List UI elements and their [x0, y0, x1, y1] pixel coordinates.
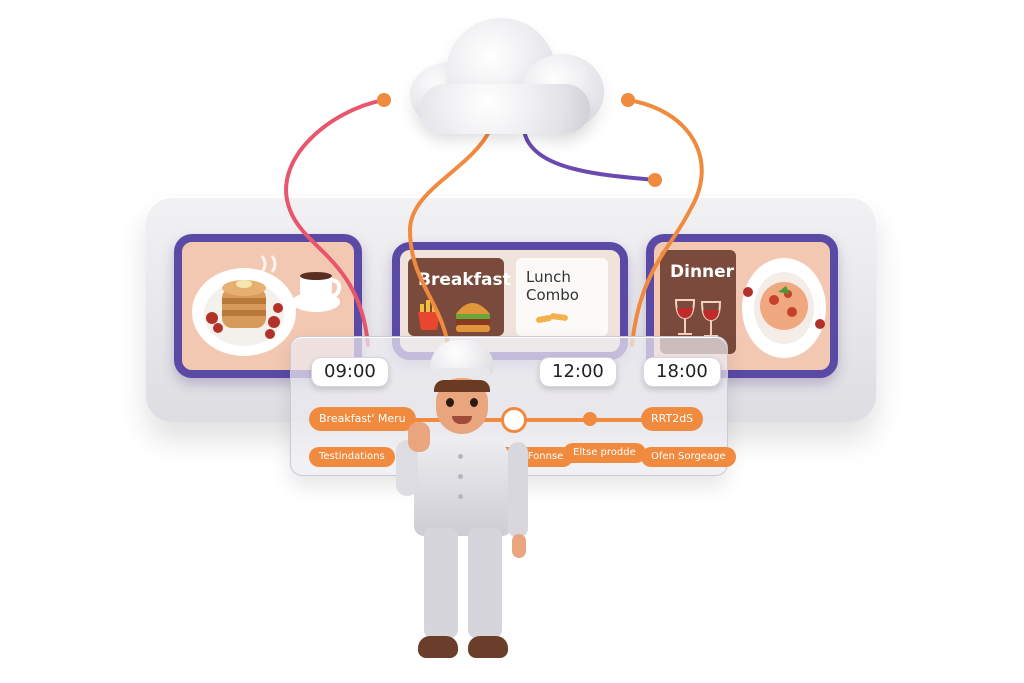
timeline-node[interactable] [583, 412, 597, 426]
chef-figure [388, 330, 538, 670]
pill-ofen[interactable]: Ofen Sorgeage [641, 447, 736, 467]
pasta-plate-icon [742, 258, 826, 358]
pill-testindations[interactable]: Testindations [309, 447, 395, 467]
lunch-combo-card[interactable]: Lunch Combo [516, 258, 608, 336]
lunch-card-title-line1: Lunch [526, 268, 571, 286]
coffee-cup-icon [292, 272, 342, 312]
snack-icon [536, 313, 568, 323]
pill-eltse[interactable]: Eltse prodde [563, 443, 646, 463]
wine-glasses-icon [674, 299, 722, 337]
breakfast-card[interactable]: Breakfast [408, 258, 511, 336]
burger-icon [456, 303, 490, 332]
timeline-node-active[interactable] [501, 407, 527, 433]
time-chip-dinner[interactable]: 18:00 [643, 357, 721, 387]
pill-breakfast-menu[interactable]: Breakfast' Meru [309, 407, 416, 431]
time-chip-lunch[interactable]: 12:00 [539, 357, 617, 387]
pancakes-icon [192, 255, 296, 356]
time-chip-breakfast[interactable]: 09:00 [311, 357, 389, 387]
screen-dinner: Dinner [646, 234, 838, 378]
cloud-icon [400, 14, 606, 134]
pill-right-label[interactable]: RRT2dS [641, 407, 704, 431]
dinner-card-title: Dinner [670, 262, 735, 282]
fries-icon [418, 300, 440, 330]
breakfast-card-title: Breakfast [418, 270, 511, 290]
lunch-card-title-line2: Combo [526, 286, 579, 304]
